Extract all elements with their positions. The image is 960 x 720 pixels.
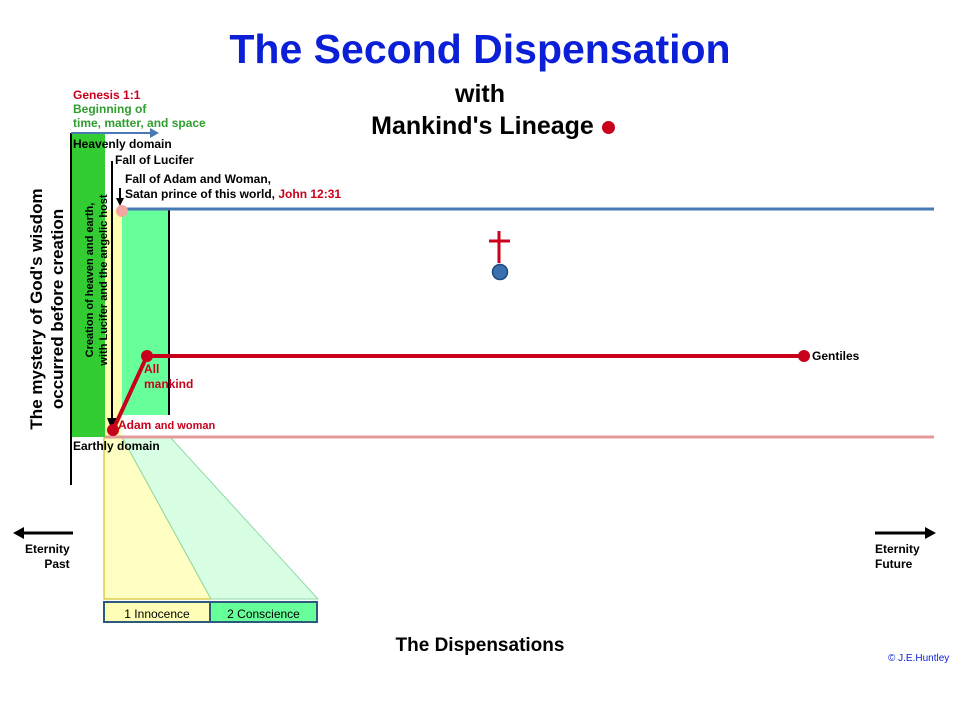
earthly-domain-label: Earthly domain (73, 439, 160, 453)
mystery-line1: The mystery of God's wisdom (27, 188, 46, 430)
copyright-notice: © J.E.Huntley (888, 653, 950, 664)
mystery-label: The mystery of God's wisdom occurred bef… (26, 149, 68, 469)
cross-icon (489, 231, 510, 263)
john-reference: John 12:31 (278, 187, 342, 201)
dispensation-conscience-box: 2 Conscience (209, 601, 318, 623)
eternity-future-arrow-icon (875, 527, 936, 539)
creation-label: Creation of heaven and earth, with Lucif… (83, 115, 111, 445)
mystery-line2: occurred before creation (48, 208, 67, 410)
beginning-label: Beginning of time, matter, and space (73, 102, 206, 130)
adam-marker (107, 424, 119, 436)
subtitle-line2: Mankind's Lineage (0, 112, 960, 141)
adam-label: Adam and woman (118, 418, 215, 432)
creation-line1: Creation of heaven and earth, (84, 202, 96, 358)
subtitle-line1: with (455, 80, 505, 108)
heavenly-domain-label: Heavenly domain (73, 137, 172, 151)
creation-band (72, 133, 105, 437)
lucifer-fall-arrowhead (107, 418, 117, 430)
all-mankind-line1: All (144, 362, 160, 376)
all-mankind-label: All mankind (144, 362, 193, 392)
beginning-line1: Beginning of (73, 102, 147, 116)
fall-point-marker (116, 205, 128, 217)
page-title: The Second Dispensation (229, 26, 731, 72)
creation-line2: with Lucifer and the angelic host (98, 194, 110, 366)
adam-fall-arrowhead (116, 198, 124, 206)
innocence-band (105, 210, 122, 437)
dispensations-title: The Dispensations (395, 635, 565, 656)
all-mankind-marker (141, 350, 153, 362)
genesis-label: Genesis 1:1 (73, 88, 141, 102)
eternity-future-line2: Future (875, 557, 913, 571)
eternity-future-line1: Eternity (875, 542, 920, 556)
gentiles-label: Gentiles (812, 349, 860, 363)
dispensation-innocence-box: 1 Innocence (103, 601, 211, 623)
gentiles-marker (798, 350, 810, 362)
time-arrow-head (150, 128, 159, 138)
eternity-future-label: Eternity Future (875, 542, 920, 572)
blue-circle-marker (491, 263, 509, 281)
all-mankind-line2: mankind (144, 377, 194, 391)
conscience-band (122, 210, 169, 415)
eternity-past-line1: Eternity (25, 542, 70, 556)
lineage-line (111, 354, 804, 431)
fall-of-lucifer-label: Fall of Lucifer (115, 153, 194, 167)
beginning-line2: time, matter, and space (73, 116, 206, 130)
fall-adam-line2: Satan prince of this world, (125, 187, 276, 201)
eternity-past-arrow-icon (13, 527, 73, 539)
eternity-past-label: Eternity Past (25, 542, 70, 572)
eternity-past-line2: Past (44, 557, 70, 571)
subtitle-line2-text: Mankind's Lineage (371, 112, 594, 140)
lineage-dot-icon (601, 120, 615, 134)
fall-of-adam-label: Fall of Adam and Woman, Satan prince of … (125, 172, 341, 202)
and-woman-text: and woman (154, 420, 216, 432)
adam-name: Adam (118, 418, 152, 432)
fall-adam-line1: Fall of Adam and Woman, (125, 172, 272, 186)
